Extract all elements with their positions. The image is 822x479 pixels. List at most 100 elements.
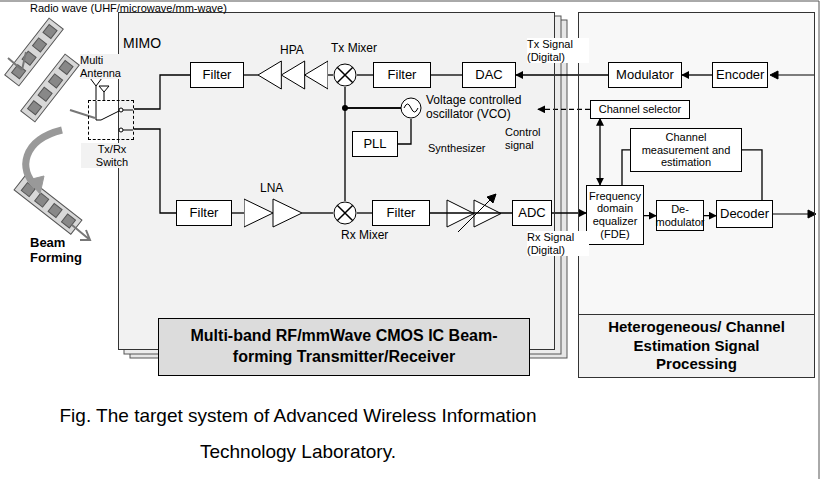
signal-wire [357,74,373,75]
signal-wire [704,215,716,216]
dsp-panel: Heterogeneous/ Channel Estimation Signal… [578,12,815,378]
amplifier-icon [244,198,302,228]
antenna-array [59,60,73,74]
signal-label: Radio wave (UHF/microwave/mm-wave) [30,2,227,15]
antenna-array [28,101,42,115]
filter-box: Filter [373,62,431,88]
antenna-array [21,54,80,122]
process-box: Modulator [608,62,682,88]
signal-wire [232,212,244,213]
mixer-cross [337,205,353,221]
node-text: Tx Mixer [331,41,377,55]
connector-group [134,75,762,216]
signal-wire [302,212,333,213]
antenna-symbol [99,86,109,92]
process-box: Frequency domain equalizer (FDE) [586,185,644,245]
antenna-array [43,24,57,38]
node-text: Channel measurement and estimation [634,131,738,169]
junction-dot [342,105,348,111]
signal-wire [682,74,712,75]
filter-box: Filter [372,200,430,226]
panel-stack [118,12,555,350]
converter-box: ADC [512,200,552,226]
process-box: Encoder [712,62,768,88]
antenna-symbol [90,78,109,100]
panel-stack [578,12,815,378]
io-arrow [770,71,816,218]
beam-arrow [72,225,90,240]
antenna-array [33,38,47,52]
amplifier-symbol: HPA [258,60,328,90]
frame [0,1,819,2]
rf-panel: MIMOFilterHPATx MixerFilterDACVoltage co… [118,12,555,350]
part-label: Multi Antenna [80,54,130,79]
process-box: Decoder [716,200,773,228]
signal-wire [345,87,401,108]
io-arrow [770,71,778,79]
mixer-symbol: Rx Mixer [333,201,357,225]
oscillator-icon [400,97,422,119]
signal-label: Rx Signal (Digital) [527,231,589,256]
panel-title: Multi-band RF/mmWave CMOS IC Beam-formin… [173,326,515,368]
antenna-symbol [104,92,105,100]
node-text: Filter [190,206,219,221]
amplifier-icon [258,60,328,90]
signal-label: Control signal [505,126,553,151]
amplifier-triangle [258,61,281,89]
title-banner: Multi-band RF/mmWave CMOS IC Beam-formin… [158,318,530,376]
node-text: Filter [203,68,232,83]
node-text: PLL [363,137,386,152]
signal-wire [431,74,462,75]
switch-contact [119,128,123,132]
mixer-icon [333,63,357,87]
node-text: Filter [387,206,416,221]
node-text: Modulator [616,68,674,83]
converter-box: DAC [462,62,516,88]
antenna-array [38,87,52,101]
amplifier-triangle [281,61,304,89]
node-text: LNA [260,181,283,195]
antenna-array [48,204,62,218]
signal-wire [552,212,586,213]
mixer-circle [334,202,356,224]
node-text: Encoder [716,68,764,83]
mixer-circle [334,64,356,86]
node-text: Filter [388,68,417,83]
beam-arrow [28,176,44,194]
antenna-array [49,74,63,88]
sine-wave [404,104,418,112]
signal-wire [430,212,512,213]
switch-symbol: Tx/Rx Switch [88,100,134,140]
part-label: Synthesizer [428,142,485,155]
io-arrow [776,75,814,76]
node-text: Channel selector [599,103,682,116]
signal-wire [345,108,401,201]
filter-box: Filter [190,62,244,88]
switch-lead [123,110,133,130]
node-text: Tx/Rx Switch [81,143,143,168]
process-box: Channel selector [590,100,690,119]
antenna-array [35,193,49,207]
antenna-symbol [96,86,97,100]
switch-contact [119,108,123,112]
antenna-array [5,18,82,234]
beam-arrow [8,52,26,70]
signal-wire [644,215,656,216]
node-text: Decoder [720,207,769,222]
node-text: De-modulator [656,203,705,228]
process-box: Channel measurement and estimation [630,128,742,172]
mixer-cross [337,67,353,83]
signal-wire [599,119,600,185]
node-text: HPA [280,43,304,57]
oscillator-symbol: Voltage controlled oscillator (VCO) [400,93,538,123]
oscillator-circle [401,98,421,118]
node-text: DAC [475,68,502,83]
switch-icon [89,101,133,139]
signal-wire [398,119,411,144]
switch-blade [96,101,119,120]
signal-wire [622,150,630,185]
figure-caption: Fig. The target system of Advanced Wirel… [38,398,558,470]
amplifier-triangle [244,199,273,227]
filter-box: Filter [176,200,232,226]
